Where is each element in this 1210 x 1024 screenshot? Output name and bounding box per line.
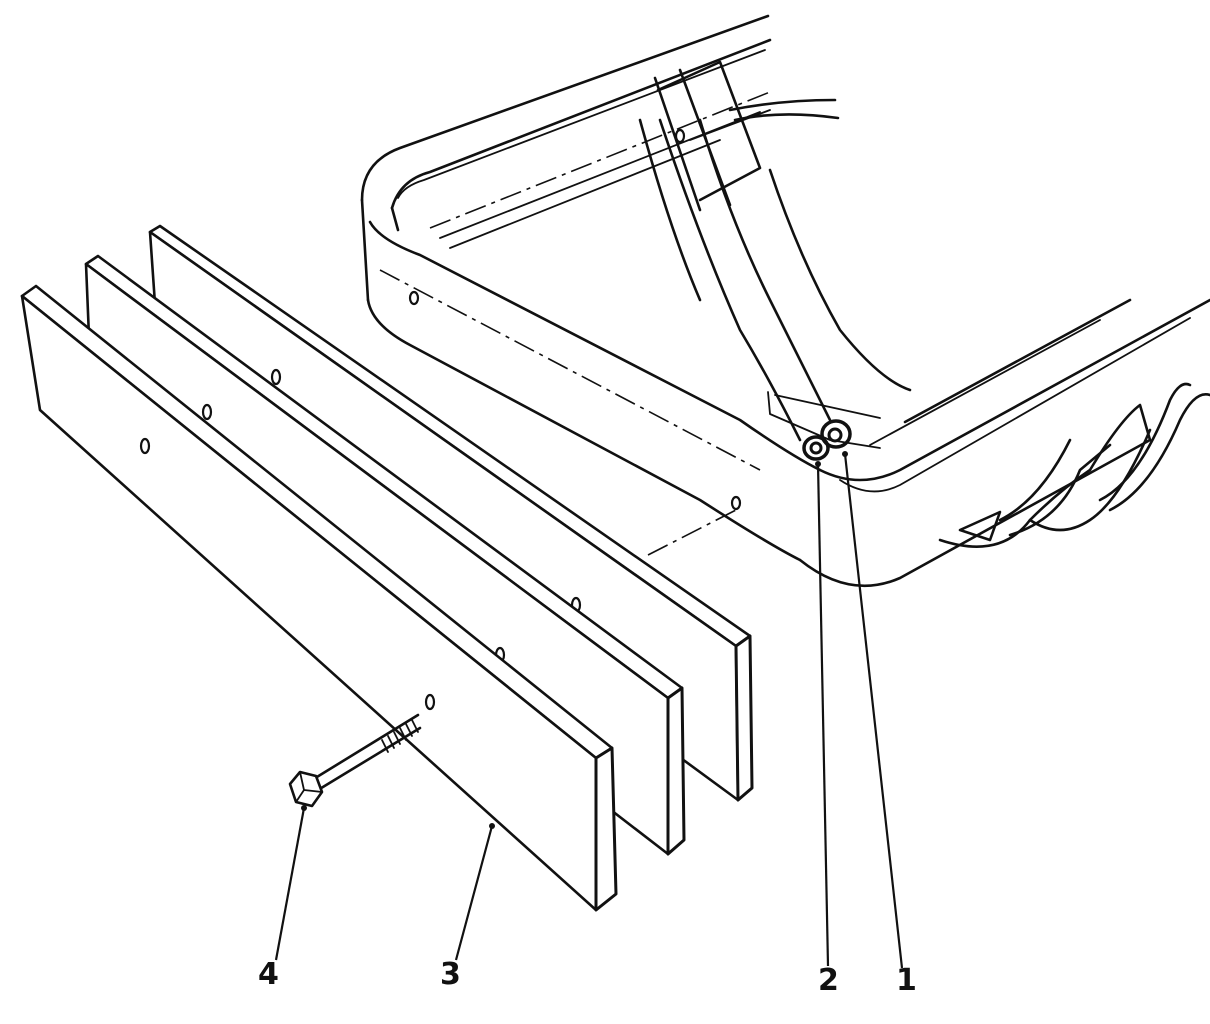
nut-and-washer (802, 419, 852, 461)
frame-assembly (360, 14, 1210, 588)
leader-lines (274, 451, 904, 969)
callout-4: 4 (258, 957, 279, 992)
carriage-bolt (288, 713, 422, 808)
callout-3: 3 (440, 957, 461, 992)
board-front (20, 284, 618, 912)
callout-2: 2 (818, 963, 839, 998)
callout-1: 1 (896, 963, 917, 998)
